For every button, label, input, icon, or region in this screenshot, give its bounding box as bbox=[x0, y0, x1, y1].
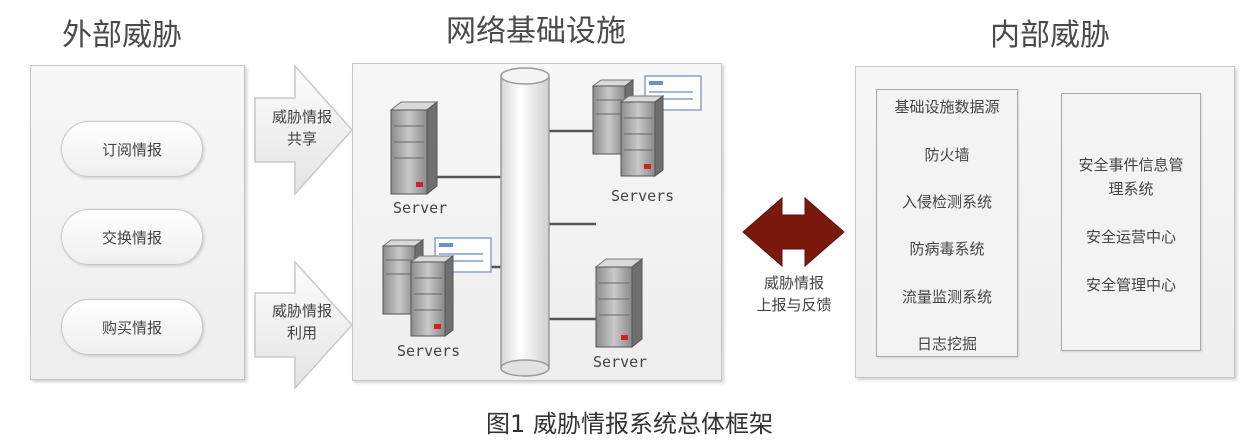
data-source-item: 基础设施数据源 bbox=[894, 98, 1000, 116]
data-source-item: 流量监测系统 bbox=[901, 288, 992, 306]
management-item: 理系统 bbox=[1108, 180, 1154, 198]
servers-cluster-icon bbox=[381, 237, 492, 337]
management-item: 安全运营中心 bbox=[1085, 228, 1176, 246]
external-threat-panel: 订阅情报 交换情报 购买情报 bbox=[30, 65, 245, 380]
servers-label: Servers bbox=[397, 342, 461, 360]
intel-share-label: 威胁情报共享 bbox=[271, 108, 332, 148]
security-management-box: 安全事件信息管 理系统 安全运营中心 安全管理中心 bbox=[1061, 93, 1201, 351]
server-icon bbox=[389, 100, 439, 196]
purchase-intel-node: 购买情报 bbox=[61, 299, 203, 355]
infrastructure-data-sources-box: 基础设施数据源 防火墙 入侵检测系统 防病毒系统 流量监测系统 日志挖掘 bbox=[876, 89, 1018, 357]
servers-cluster-icon bbox=[591, 75, 702, 177]
internal-threat-heading: 内部威胁 bbox=[990, 18, 1110, 53]
subscribe-intel-node: 订阅情报 bbox=[61, 121, 203, 177]
network-infrastructure-heading: 网络基础设施 bbox=[446, 14, 626, 49]
intel-use-arrow bbox=[254, 260, 354, 390]
figure-caption: 图1 威胁情报系统总体框架 bbox=[486, 410, 773, 438]
network-backbone-cylinder bbox=[500, 67, 550, 377]
management-item: 安全管理中心 bbox=[1085, 276, 1176, 294]
management-item: 安全事件信息管 bbox=[1078, 156, 1184, 174]
external-threat-heading: 外部威胁 bbox=[62, 18, 182, 53]
internal-threat-panel: 基础设施数据源 防火墙 入侵检测系统 防病毒系统 流量监测系统 日志挖掘 安全事… bbox=[855, 66, 1235, 378]
data-source-item: 防火墙 bbox=[924, 146, 970, 164]
exchange-intel-node: 交换情报 bbox=[61, 209, 203, 265]
servers-label: Servers bbox=[611, 187, 675, 205]
data-source-item: 日志挖掘 bbox=[916, 335, 977, 353]
server-icon bbox=[594, 257, 644, 349]
intel-feedback-arrow bbox=[742, 196, 845, 268]
intel-feedback-label: 威胁情报上报与反馈 bbox=[756, 274, 832, 314]
intel-share-arrow bbox=[254, 64, 354, 196]
server-label: Server bbox=[393, 199, 448, 217]
intel-use-label: 威胁情报利用 bbox=[271, 302, 332, 342]
network-diagram bbox=[381, 67, 702, 377]
data-source-item: 入侵检测系统 bbox=[901, 193, 992, 211]
server-label: Server bbox=[593, 353, 648, 371]
data-source-item: 防病毒系统 bbox=[909, 240, 985, 258]
network-infrastructure-panel: Server Servers Servers Server bbox=[352, 63, 722, 381]
